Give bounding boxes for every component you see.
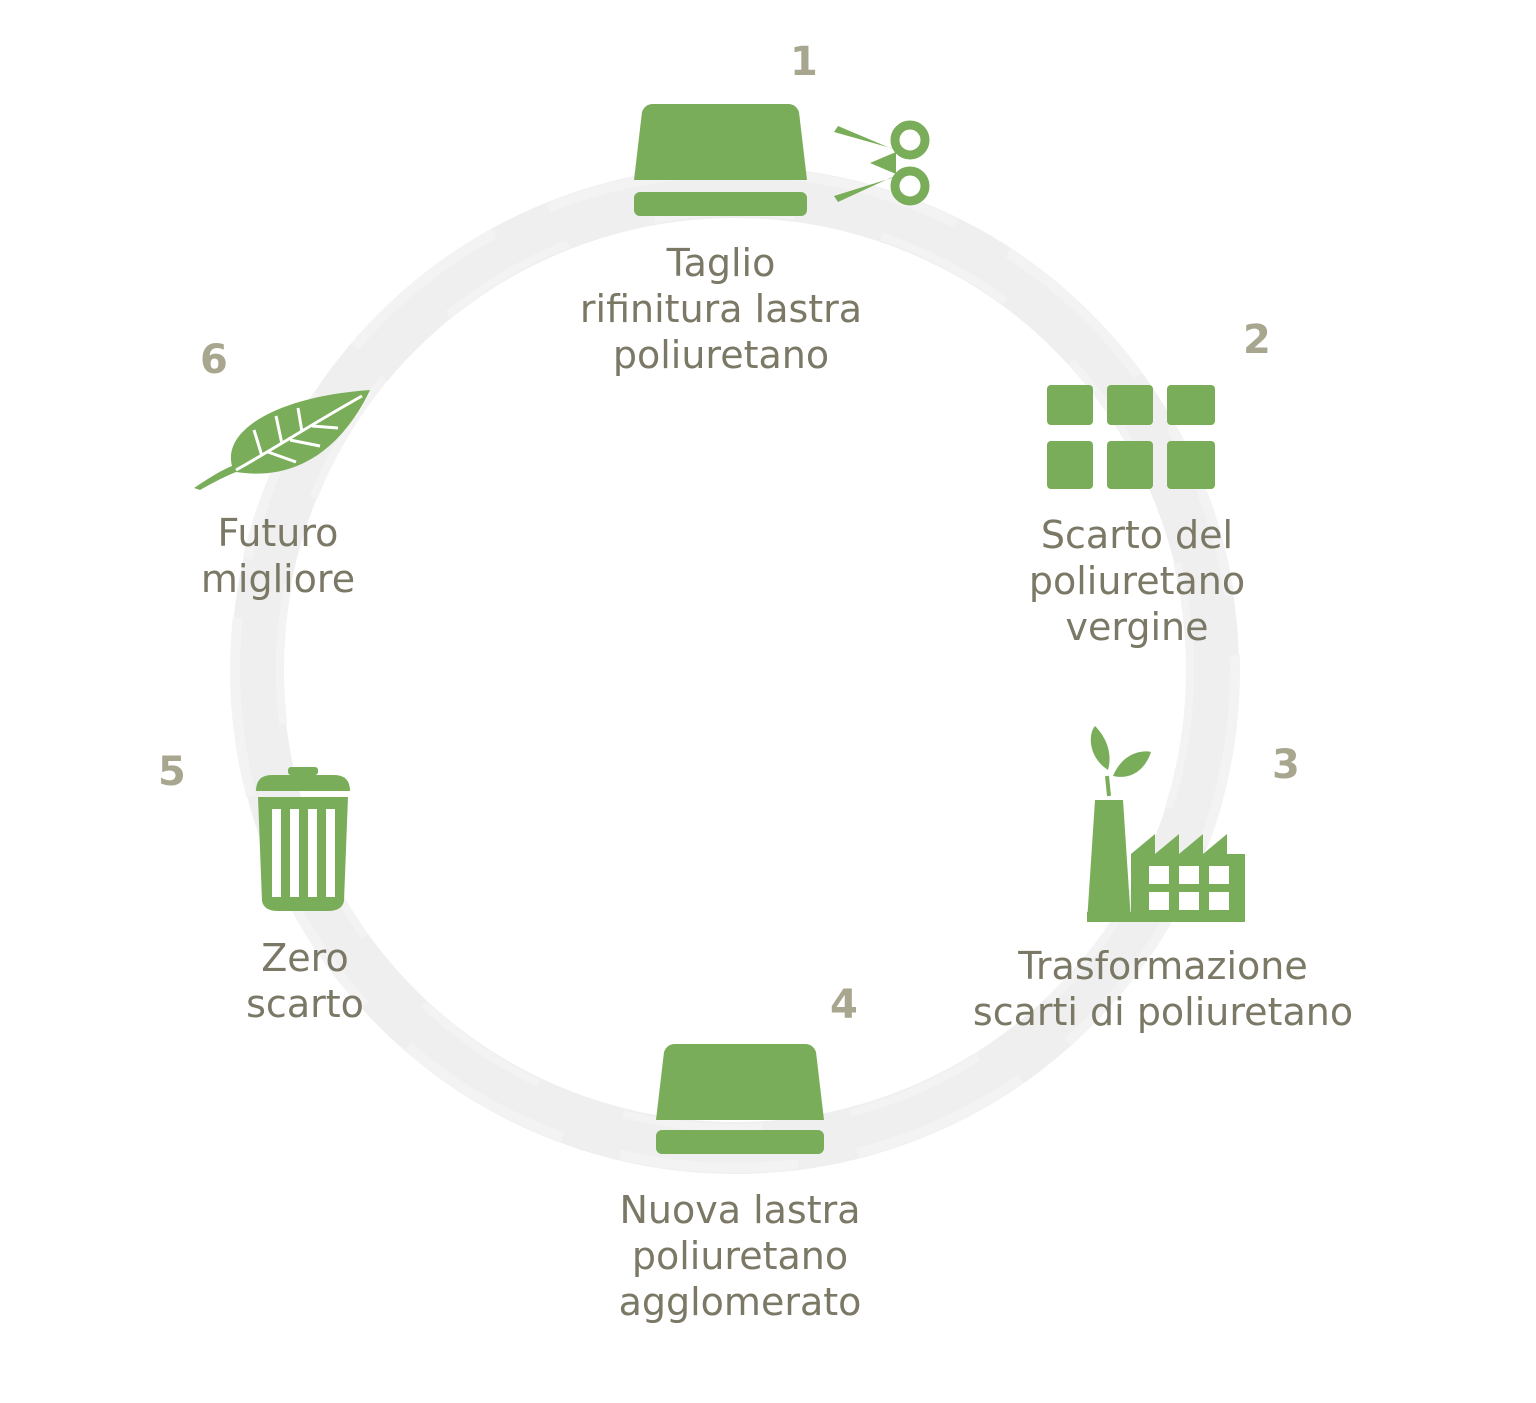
step-1-label-line: poliuretano (612, 333, 830, 377)
step-4-label-line: poliuretano (631, 1234, 849, 1278)
leaf-icon (194, 390, 370, 490)
scissors-icon (834, 120, 930, 206)
foam-blocks-icon (1047, 385, 1215, 489)
step-6-label: Futuro migliore (168, 510, 388, 602)
step-1-label: Taglio rifinitura lastra poliuretano (521, 240, 921, 378)
step-2-label-line: Scarto del (1040, 513, 1234, 557)
step-4-label: Nuova lastra poliuretano agglomerato (560, 1187, 920, 1325)
step-1-number: 1 (790, 39, 818, 85)
step-5-label: Zero scarto (205, 935, 405, 1027)
step-4-label-line: Nuova lastra (619, 1188, 861, 1232)
step-2-label: Scarto del poliuretano vergine (957, 512, 1317, 650)
mattress-icon (634, 104, 807, 216)
step-5-number: 5 (158, 749, 186, 795)
factory-icon (1087, 726, 1245, 922)
step-1-label-line: rifinitura lastra (579, 287, 863, 331)
step-5-label-line: Zero (261, 936, 349, 980)
step-2-label-line: poliuretano (1028, 559, 1246, 603)
step-6-label-line: migliore (200, 557, 356, 601)
step-1-label-line: Taglio (666, 241, 776, 285)
step-2-label-line: vergine (1065, 605, 1209, 649)
step-3-label: Trasformazione scarti di poliuretano (930, 943, 1396, 1035)
step-2-number: 2 (1243, 317, 1271, 363)
trash-bin-icon (256, 767, 350, 911)
step-4-number: 4 (830, 982, 858, 1028)
step-6-label-line: Futuro (217, 511, 339, 555)
step-3-number: 3 (1272, 742, 1300, 788)
step-6-number: 6 (200, 337, 228, 383)
step-3-label-line: scarti di poliuretano (972, 990, 1354, 1034)
step-4-label-line: agglomerato (618, 1280, 862, 1324)
step-5-label-line: scarto (246, 982, 364, 1026)
mattress-icon (656, 1044, 824, 1154)
step-3-label-line: Trasformazione (1018, 944, 1308, 988)
